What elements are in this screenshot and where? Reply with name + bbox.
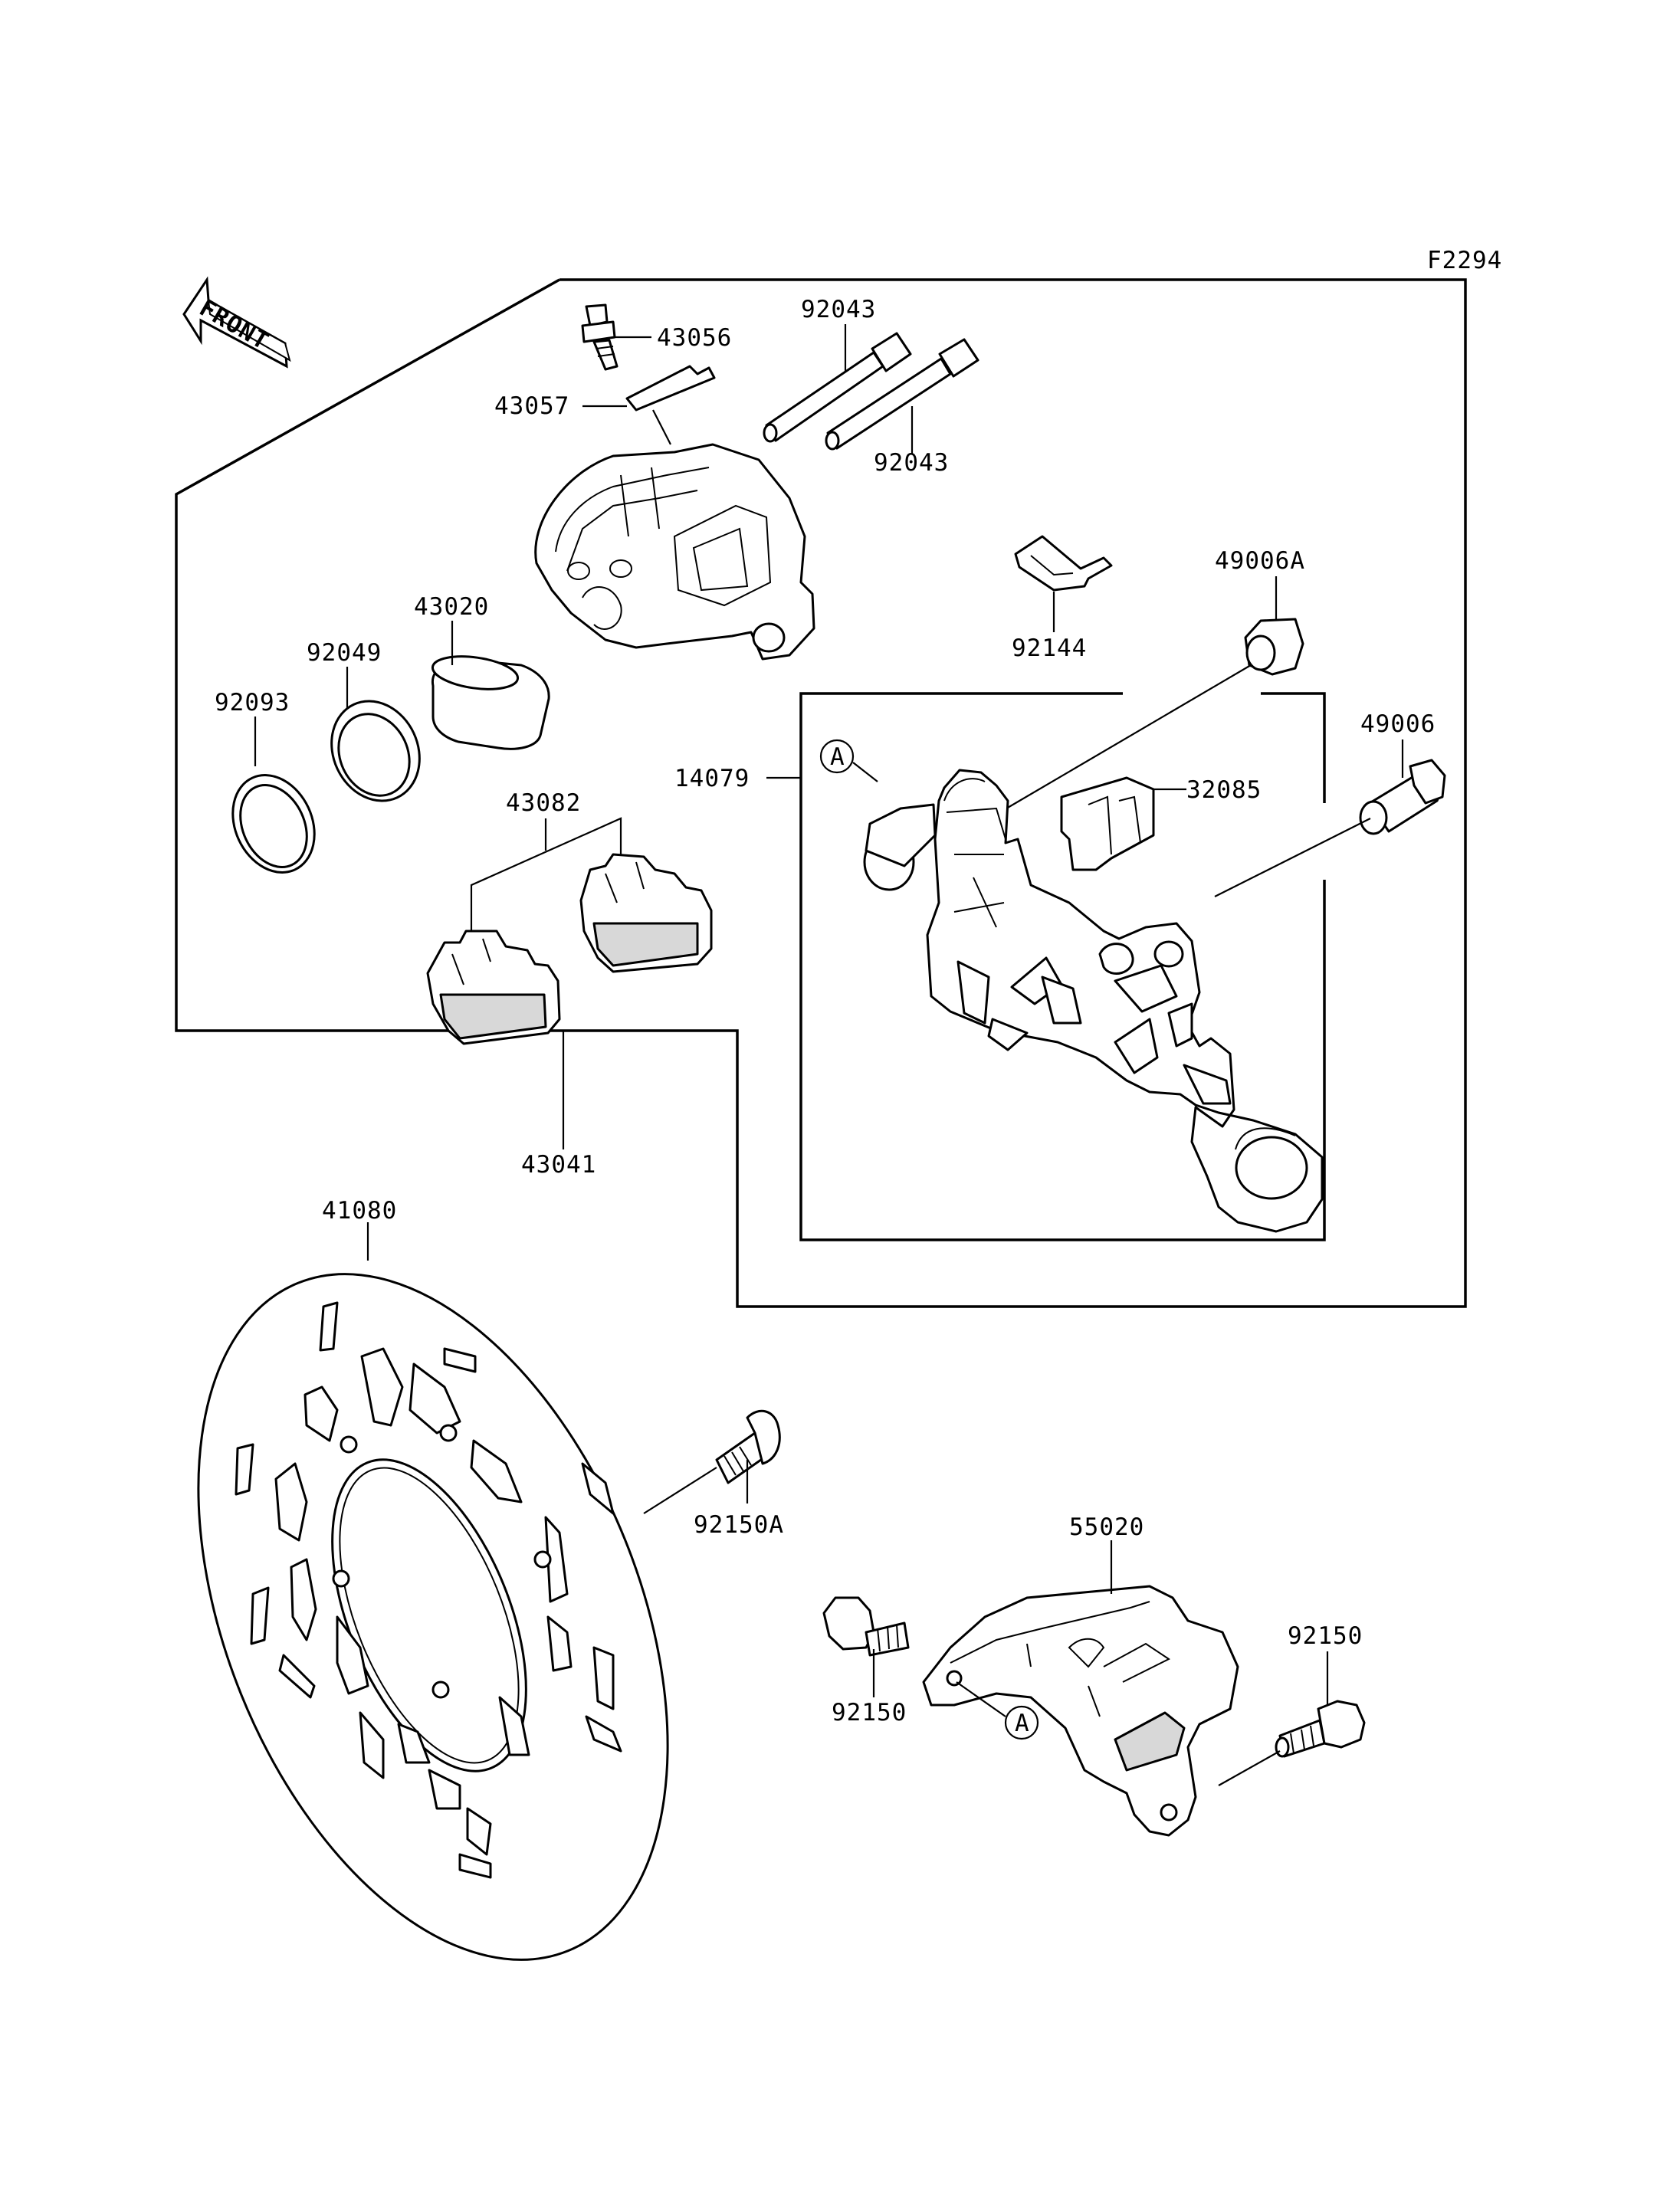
diagram-code: F2294 <box>1427 247 1502 274</box>
brake-pad-43082-a <box>426 930 561 1045</box>
part-label-43082: 43082 <box>506 789 581 817</box>
bleeder-valve-43056 <box>581 303 619 371</box>
part-label-92150-left: 92150 <box>832 1699 907 1726</box>
part-label-49006: 49006 <box>1360 710 1436 738</box>
part-label-43041: 43041 <box>521 1151 596 1179</box>
piston-seal-92049 <box>330 700 421 802</box>
pad-spring-92144 <box>1014 535 1113 592</box>
front-arrow-icon: FRONT <box>182 276 291 369</box>
bracket-box-14079 <box>799 692 1326 1241</box>
part-label-41080: 41080 <box>322 1197 397 1225</box>
part-label-92049: 92049 <box>307 639 382 667</box>
caliper-bracket-14079 <box>863 769 1324 1233</box>
assembly-outline-43041 <box>175 278 1467 1308</box>
bleeder-cap-43057 <box>625 365 716 412</box>
pad-retainer-32085 <box>1060 776 1155 871</box>
part-label-43056: 43056 <box>657 324 732 352</box>
dust-seal-92093 <box>231 774 316 874</box>
brake-disc-41080 <box>197 1273 669 1961</box>
part-label-92043-top: 92043 <box>801 296 876 323</box>
pin-92043-a <box>763 332 912 443</box>
part-label-92043-bottom: 92043 <box>874 449 949 477</box>
bolt-92150-left <box>822 1596 910 1657</box>
part-label-55020: 55020 <box>1069 1513 1144 1541</box>
slide-bolt-49006 <box>1359 759 1446 835</box>
part-label-14079: 14079 <box>674 765 750 792</box>
part-label-43057: 43057 <box>494 392 569 420</box>
part-label-32085: 32085 <box>1186 776 1262 804</box>
part-label-49006A: 49006A <box>1215 547 1305 575</box>
part-label-92093: 92093 <box>215 689 290 716</box>
disc-bolt-92150A <box>715 1409 781 1484</box>
torque-link-55020 <box>922 1585 1239 1837</box>
brake-pad-43082-b <box>579 853 713 973</box>
part-label-92144: 92144 <box>1012 635 1087 662</box>
boot-49006A <box>1244 618 1304 676</box>
caliper-body <box>534 443 815 661</box>
ref-marker-a-upper <box>819 739 855 774</box>
ref-marker-a-lower <box>1004 1705 1039 1740</box>
ref-marker-a-upper-label: A <box>830 743 845 771</box>
front-label: FRONT <box>195 294 274 356</box>
part-label-43020: 43020 <box>414 593 489 621</box>
bolt-92150-right <box>1275 1700 1366 1758</box>
part-label-92150-right: 92150 <box>1288 1622 1363 1650</box>
ref-marker-a-lower-label: A <box>1015 1710 1030 1737</box>
part-label-92150A: 92150A <box>694 1511 784 1539</box>
pin-92043-b <box>825 338 979 451</box>
piston-43020 <box>431 655 550 750</box>
